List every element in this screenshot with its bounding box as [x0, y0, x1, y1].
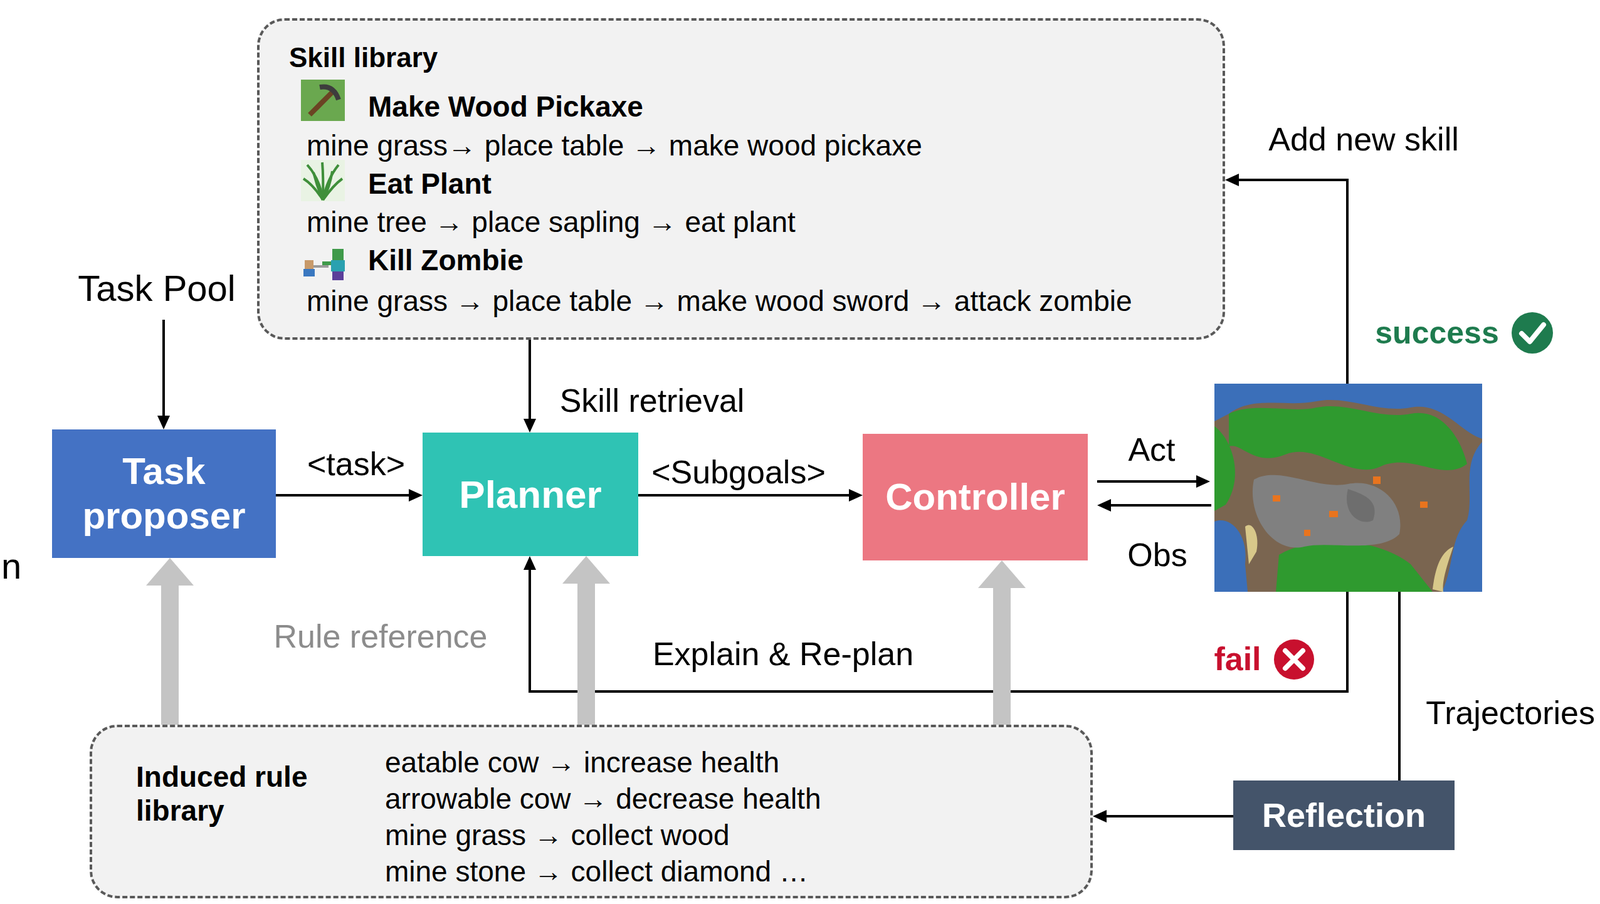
- panel-entry: Make Wood Pickaxe: [368, 89, 644, 124]
- game-map: [1214, 383, 1483, 592]
- status-label: success: [1374, 314, 1499, 352]
- rule-reference-arrow: [993, 588, 1011, 725]
- task-pool-arrow: [162, 319, 165, 416]
- panel-entry: mine grass → place table → make wood swo…: [306, 284, 1133, 318]
- panel-entry: mine grass → collect wood: [384, 818, 730, 853]
- flow-arrow: [275, 494, 409, 497]
- flow-arrow: [1106, 815, 1234, 818]
- cut-off-letter: n: [1, 544, 22, 588]
- success-check: [1511, 312, 1553, 354]
- reflection-box: Reflection: [1233, 780, 1455, 851]
- skill-library-panel: Skill libraryMake Wood Pickaxe mine grass…: [257, 18, 1226, 340]
- edge-label: Skill retrieval: [559, 381, 745, 421]
- arrow-label: Trajectories: [1425, 694, 1595, 733]
- fail-arrow: [529, 569, 1348, 692]
- panel-entry: arrowable cow → decrease health: [384, 781, 821, 816]
- fail-cross: [1273, 639, 1315, 680]
- panel-heading: Skill library: [289, 41, 438, 74]
- arrow-label: Explain & Re-plan: [652, 635, 914, 674]
- success-arrow: [1238, 179, 1348, 384]
- zombie-icon: [300, 246, 350, 282]
- obs-arrow: [1110, 504, 1212, 507]
- plant-icon: [300, 159, 345, 202]
- status-label: fail: [1213, 640, 1261, 679]
- input-label: Task Pool: [77, 267, 236, 310]
- arrow-label: Rule reference: [273, 617, 488, 656]
- panel-entry: Eat Plant: [368, 166, 492, 201]
- trajectories-line: [1398, 591, 1401, 781]
- panel-entry: eatable cow → increase health: [384, 745, 780, 780]
- rule-library-panel: Induced rule library eatable cow → increa…: [89, 724, 1093, 899]
- box-label: Reflection: [1262, 795, 1426, 836]
- controller-box: Controller: [862, 433, 1088, 561]
- panel-entry: mine grass→ place table → make wood pick…: [306, 128, 923, 163]
- panel-entry: Kill Zombie: [368, 243, 524, 278]
- arrow-label: Obs: [1127, 536, 1187, 575]
- edge-label: <Subgoals>: [651, 453, 826, 492]
- arrow-label: Add new skill: [1268, 120, 1459, 159]
- panel-entry: mine stone → collect diamond …: [384, 854, 809, 889]
- box-label: Controller: [885, 475, 1066, 520]
- rule-reference-arrow: [161, 585, 179, 725]
- arrow-label: Act: [1127, 430, 1175, 469]
- flow-arrow: [528, 339, 532, 419]
- pickaxe-icon: [300, 79, 345, 122]
- box-label: Planner: [458, 471, 602, 518]
- box-label: Task proposer: [62, 449, 266, 539]
- panel-heading: Induced rule library: [136, 759, 362, 829]
- task-proposer-box: Task proposer: [52, 429, 276, 558]
- flow-arrow: [638, 494, 849, 497]
- planner-box: Planner: [422, 432, 639, 557]
- rule-reference-arrow: [577, 583, 595, 725]
- panel-entry: mine tree → place sapling → eat plant: [306, 205, 796, 239]
- edge-label: <task>: [307, 445, 406, 484]
- act-arrow: [1097, 480, 1197, 483]
